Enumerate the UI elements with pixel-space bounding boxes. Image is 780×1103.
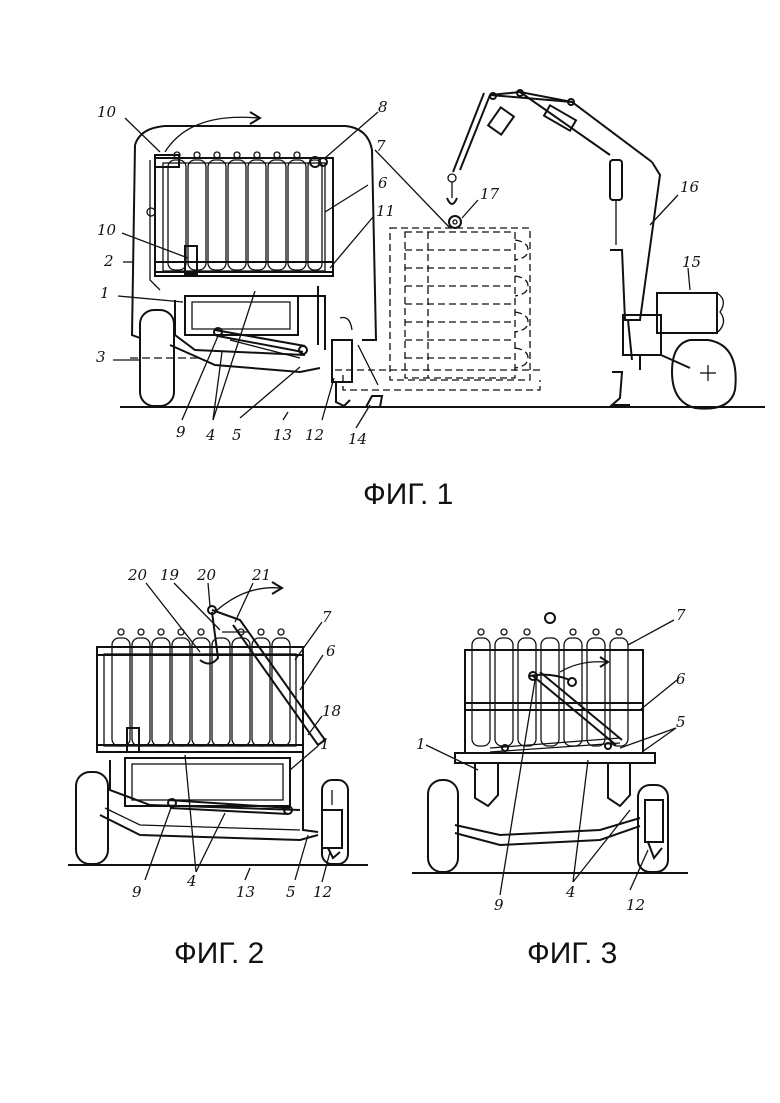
fig1-label: 4 <box>205 426 216 444</box>
fig1-label: 1 <box>100 284 110 302</box>
fig1-label: 10 <box>97 221 117 239</box>
fig2-label: 19 <box>160 566 180 584</box>
fig1-label: 10 <box>97 103 117 121</box>
fig2-label: 20 <box>196 566 217 584</box>
fig3-label: 7 <box>676 606 686 624</box>
fig2-label: 12 <box>313 883 332 901</box>
fig1-label: 12 <box>305 426 324 444</box>
fig3-label: 6 <box>676 670 686 688</box>
fig2-label: 21 <box>251 566 271 584</box>
fig2-label: 7 <box>322 608 332 626</box>
fig1-crane <box>447 90 660 405</box>
fig3-label: 4 <box>565 883 576 901</box>
figure-3-caption: ФИГ. 3 <box>527 937 617 970</box>
fig3-leader-lines <box>426 620 677 895</box>
fig1-label: 14 <box>348 430 367 448</box>
fig1-label: 3 <box>96 348 106 366</box>
fig1-tractor <box>623 293 736 409</box>
figure-2-caption: ФИГ. 2 <box>174 937 264 970</box>
fig1-lifted-cassette <box>390 228 530 380</box>
fig2-label: 13 <box>236 883 255 901</box>
fig2-label: 18 <box>322 702 341 720</box>
fig1-label: 5 <box>232 426 242 444</box>
fig1-label: 6 <box>378 174 388 192</box>
fig3-label: 1 <box>416 735 426 753</box>
fig2-label: 5 <box>286 883 296 901</box>
fig1-label: 13 <box>273 426 292 444</box>
fig2-label: 4 <box>186 872 197 890</box>
fig1-label: 17 <box>480 185 500 203</box>
fig1-label: 11 <box>376 202 395 220</box>
fig3-label: 9 <box>494 896 504 914</box>
fig2-label: 6 <box>326 642 336 660</box>
fig2-label: 1 <box>320 735 330 753</box>
figure-1: 10 8 7 6 11 10 2 1 3 9 4 5 13 12 14 17 1… <box>96 90 765 511</box>
fig1-label: 2 <box>103 252 114 270</box>
fig2-label: 9 <box>132 883 142 901</box>
figure-2: 20 19 20 21 7 6 18 1 9 4 13 5 12 ФИГ. 2 <box>68 566 368 970</box>
figure-3: 7 6 5 1 9 4 12 ФИГ. 3 <box>412 606 688 970</box>
fig1-label: 7 <box>376 137 386 155</box>
fig1-label: 16 <box>680 178 700 196</box>
fig1-label: 9 <box>176 423 186 441</box>
fig1-label: 15 <box>682 253 701 271</box>
fig2-label: 20 <box>127 566 148 584</box>
fig1-label: 8 <box>378 98 388 116</box>
figure-1-caption: ФИГ. 1 <box>363 478 453 511</box>
fig3-label: 12 <box>626 896 645 914</box>
fig1-cylinders <box>168 152 322 270</box>
fig3-label: 5 <box>676 713 686 731</box>
